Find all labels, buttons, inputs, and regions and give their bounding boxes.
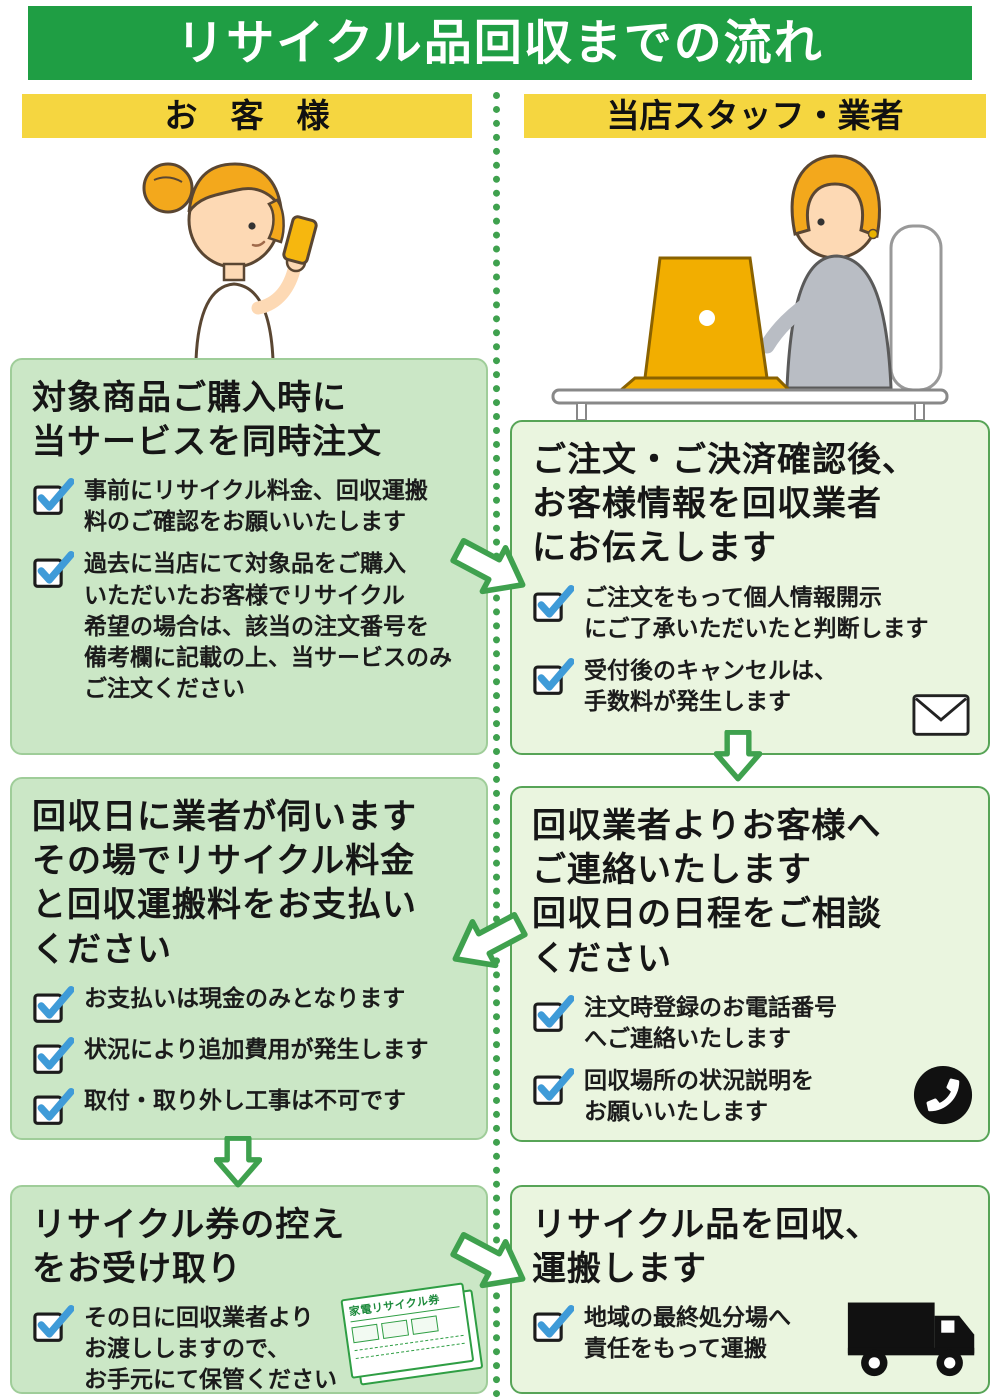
- arrow-visit-to-ticket: [214, 1136, 262, 1188]
- checkbox-icon: [532, 1068, 574, 1106]
- checklist-item-text: 取付・取り外し工事は不可です: [84, 1087, 406, 1114]
- checklist-item: 注文時登録のお電話番号 へご連絡いたします: [532, 993, 968, 1055]
- step-box-confirm: ご注文・ご決済確認後、 お客様情報を回収業者 にお伝えします ご注文をもって個人…: [510, 420, 990, 755]
- step-title: 対象商品ご購入時に 当サービスを同時注文: [32, 378, 382, 463]
- page-title: リサイクル品回収までの流れ: [28, 6, 972, 80]
- checkbox-icon: [532, 1305, 574, 1343]
- checkbox-icon: [32, 1037, 74, 1075]
- truck-icon: [847, 1302, 975, 1377]
- recycle-ticket: 家電リサイクル券: [340, 1281, 484, 1388]
- step-box-transport: リサイクル品を回収、 運搬します 地域の最終処分場へ 責任をもって運搬: [510, 1185, 990, 1394]
- arrow-confirm-to-contact: [714, 730, 762, 782]
- checklist-item-text: お支払いは現金のみとなります: [84, 985, 406, 1012]
- customer-column-header: お 客 様: [22, 94, 472, 138]
- recycle-ticket-front: 家電リサイクル券: [340, 1282, 475, 1379]
- phone-circle-icon: [913, 1065, 973, 1125]
- checklist-item: 過去に当店にて対象品をご購入 いただいたお客様でリサイクル 希望の場合は、該当の…: [32, 549, 466, 704]
- checkbox-icon: [532, 995, 574, 1033]
- checklist-item: 回収場所の状況説明を お願いいたします: [532, 1066, 968, 1128]
- checkbox-icon: [32, 1088, 74, 1126]
- step-box-order: 対象商品ご購入時に 当サービスを同時注文 事前にリサイクル料金、回収運搬 料のご…: [10, 358, 488, 755]
- checklist-item: その日に回収業者より お渡ししますので、 お手元にて保管ください: [32, 1303, 362, 1396]
- checkbox-icon: [32, 986, 74, 1024]
- step-box-contact: 回収業者よりお客様へ ご連絡いたします 回収日の日程をご相談 ください 注文時登…: [510, 786, 990, 1142]
- checkbox-icon: [32, 551, 74, 589]
- checkbox-icon: [32, 1305, 74, 1343]
- customer-illustration: [142, 162, 318, 360]
- step-title: リサイクル品を回収、 運搬します: [532, 1205, 881, 1290]
- envelope-icon: [912, 694, 970, 736]
- checklist-item: ご注文をもって個人情報開示 にご了承いただいたと判断します: [532, 583, 968, 645]
- step-title: リサイクル券の控え をお受け取り: [32, 1205, 346, 1290]
- checklist-item-text: 事前にリサイクル料金、回収運搬 料のご確認をお願いいたします: [84, 478, 428, 536]
- checklist-item-text: 状況により追加費用が発生します: [84, 1036, 429, 1063]
- checkbox-icon: [32, 478, 74, 516]
- checklist-item: 受付後のキャンセルは、 手数料が発生します: [532, 656, 968, 718]
- checklist-item: お支払いは現金のみとなります: [32, 984, 466, 1024]
- step-box-visit: 回収日に業者が伺います その場でリサイクル料金 と回収運搬料をお支払い ください…: [10, 777, 488, 1140]
- checklist-item-text: 過去に当店にて対象品をご購入 いただいたお客様でリサイクル 希望の場合は、該当の…: [84, 551, 452, 702]
- checklist-item-text: 回収場所の状況説明を お願いいたします: [584, 1067, 814, 1125]
- checkbox-icon: [532, 585, 574, 623]
- checklist-item-text: ご注文をもって個人情報開示 にご了承いただいたと判断します: [584, 584, 929, 642]
- checklist-item-text: その日に回収業者より お渡ししますので、 お手元にて保管ください: [84, 1305, 337, 1394]
- staff-illustration: [551, 154, 949, 420]
- staff-column-header: 当店スタッフ・業者: [524, 94, 986, 138]
- checklist-item: 状況により追加費用が発生します: [32, 1035, 466, 1075]
- checklist-item: 取付・取り外し工事は不可です: [32, 1086, 466, 1126]
- checklist-item-text: 地域の最終処分場へ 責任をもって運搬: [584, 1305, 791, 1363]
- checklist-item-text: 受付後のキャンセルは、 手数料が発生します: [584, 657, 837, 715]
- step-title: 回収業者よりお客様へ ご連絡いたします 回収日の日程をご相談 ください: [532, 806, 882, 979]
- step-title: ご注文・ご決済確認後、 お客様情報を回収業者 にお伝えします: [532, 440, 917, 569]
- column-divider: [493, 92, 500, 1398]
- checklist-item: 事前にリサイクル料金、回収運搬 料のご確認をお願いいたします: [32, 476, 466, 538]
- checkbox-icon: [532, 658, 574, 696]
- checklist-item-text: 注文時登録のお電話番号 へご連絡いたします: [584, 994, 837, 1052]
- checklist-item: 地域の最終処分場へ 責任をもって運搬: [532, 1303, 852, 1365]
- step-title: 回収日に業者が伺います その場でリサイクル料金 と回収運搬料をお支払い ください: [32, 797, 417, 970]
- step-box-ticket: リサイクル券の控え をお受け取り その日に回収業者より お渡ししますので、 お手…: [10, 1185, 488, 1394]
